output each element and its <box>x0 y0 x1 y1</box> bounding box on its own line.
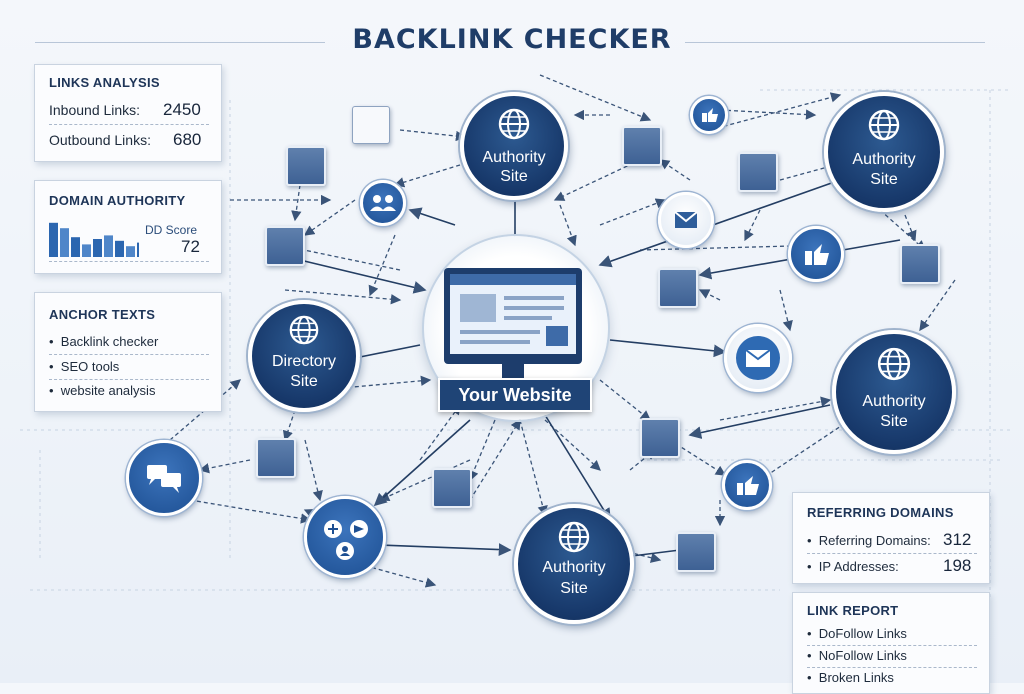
authority-bar <box>104 235 113 257</box>
anchor-texts-heading: ANCHOR TEXTS <box>49 307 156 322</box>
authority-site-label: Site <box>500 168 528 185</box>
link-report-item: • Broken Links <box>807 670 894 685</box>
document-icon[interactable] <box>640 418 680 458</box>
text-line <box>504 296 564 300</box>
monitor-icon <box>444 268 582 364</box>
links-analysis-heading: LINKS ANALYSIS <box>49 75 160 90</box>
authority-bar <box>71 237 80 257</box>
domain-authority-panel: DOMAIN AUTHORITY DD Score 72 <box>34 180 222 274</box>
divider <box>49 124 209 125</box>
mail-icon[interactable] <box>724 324 792 392</box>
directory-site-label: Site <box>290 373 318 390</box>
authority-site-node-bottom[interactable]: Authority Site <box>514 504 634 624</box>
link-report-item: • NoFollow Links <box>807 648 907 663</box>
authority-bar <box>82 244 91 257</box>
image-placeholder-icon <box>460 294 496 322</box>
document-icon[interactable] <box>286 146 326 186</box>
inbound-links-label: Inbound Links: <box>49 102 141 118</box>
users-icon[interactable] <box>360 180 406 226</box>
anchor-texts-panel: ANCHOR TEXTS • Backlink checker • SEO to… <box>34 292 222 412</box>
authority-bar <box>137 242 139 257</box>
authority-bar <box>115 240 124 257</box>
document-icon[interactable] <box>658 268 698 308</box>
referring-domains-label: • Referring Domains: <box>807 533 931 548</box>
text-line <box>460 340 530 344</box>
ip-addresses-value: 198 <box>943 556 972 575</box>
authority-site-label: Authority <box>482 149 546 166</box>
anchor-text-item: • Backlink checker <box>49 334 159 349</box>
title-rule-left <box>35 42 325 43</box>
text-line <box>504 316 552 320</box>
directory-site-node[interactable]: Directory Site <box>248 300 360 412</box>
mail-icon[interactable] <box>658 192 714 248</box>
referring-domains-panel: REFERRING DOMAINS • Referring Domains: 3… <box>792 492 990 584</box>
directory-site-label: Directory <box>271 353 336 370</box>
text-line <box>504 306 564 310</box>
anchor-text-item: • website analysis <box>49 383 156 398</box>
title-rule-right <box>685 42 985 43</box>
document-icon[interactable] <box>265 226 305 266</box>
authority-bar <box>60 228 69 257</box>
document-icon[interactable] <box>256 438 296 478</box>
divider <box>49 354 209 355</box>
referring-domains-heading: REFERRING DOMAINS <box>807 505 954 520</box>
monitor-screen <box>450 274 576 354</box>
network-share-icon[interactable] <box>304 496 386 578</box>
document-icon[interactable] <box>676 532 716 572</box>
globe-icon <box>877 347 911 381</box>
text-line <box>460 330 540 334</box>
globe-icon <box>498 108 530 140</box>
authority-bar <box>126 246 135 257</box>
document-icon[interactable] <box>738 152 778 192</box>
globe-icon <box>868 109 900 141</box>
document-icon[interactable] <box>900 244 940 284</box>
outbound-links-value: 680 <box>173 130 202 149</box>
authority-site-label: Site <box>560 580 588 597</box>
divider <box>49 379 209 380</box>
referring-domains-value: 312 <box>943 530 972 549</box>
domain-authority-bar-chart <box>49 222 139 257</box>
outbound-links-label: Outbound Links: <box>49 132 151 148</box>
divider <box>807 667 977 668</box>
links-analysis-panel: LINKS ANALYSIS Inbound Links: 2450 Outbo… <box>34 64 222 162</box>
authority-bar <box>49 222 58 257</box>
authority-site-label: Site <box>880 413 908 430</box>
domain-authority-heading: DOMAIN AUTHORITY <box>49 193 186 208</box>
document-icon[interactable] <box>432 468 472 508</box>
ip-addresses-label: • IP Addresses: <box>807 559 899 574</box>
browser-bar <box>450 274 576 285</box>
monitor-stand <box>502 364 524 378</box>
link-report-heading: LINK REPORT <box>807 603 899 618</box>
authority-site-node-top[interactable]: Authority Site <box>460 92 568 200</box>
globe-icon <box>558 521 590 553</box>
divider <box>49 261 209 262</box>
chat-icon[interactable] <box>126 440 202 516</box>
authority-site-label: Authority <box>852 151 916 168</box>
page-title: BACKLINK CHECKER <box>352 24 672 55</box>
authority-site-node-top-right[interactable]: Authority Site <box>824 92 944 212</box>
dd-score-value: 72 <box>181 237 200 256</box>
link-report-item: • DoFollow Links <box>807 626 907 641</box>
authority-site-node-right[interactable]: Authority Site <box>832 330 956 454</box>
like-icon[interactable] <box>788 226 844 282</box>
like-icon[interactable] <box>690 96 728 134</box>
authority-site-label: Site <box>870 171 898 188</box>
your-website-label: Your Website <box>438 378 592 412</box>
anchor-text-item: • SEO tools <box>49 359 120 374</box>
authority-site-label: Authority <box>542 559 606 576</box>
link-report-panel: LINK REPORT • DoFollow Links • NoFollow … <box>792 592 990 694</box>
document-icon[interactable] <box>622 126 662 166</box>
like-icon[interactable] <box>722 460 772 510</box>
users-icon <box>546 326 568 346</box>
globe-icon <box>289 315 319 345</box>
divider <box>807 553 977 554</box>
inbound-links-value: 2450 <box>163 100 201 119</box>
dd-score-label: DD Score <box>145 223 198 237</box>
authority-site-label: Authority <box>862 393 926 410</box>
authority-bar <box>93 239 102 257</box>
divider <box>807 645 977 646</box>
document-icon[interactable] <box>352 106 390 144</box>
